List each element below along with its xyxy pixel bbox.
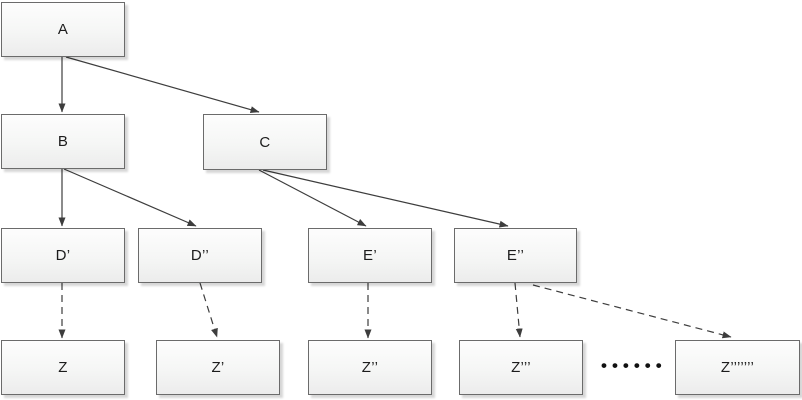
node-b-label: B	[57, 133, 69, 150]
node-e-double-prime-label: E’’	[506, 247, 525, 264]
node-e-prime: E’	[308, 228, 432, 283]
node-e-prime-label: E’	[363, 247, 377, 264]
node-b: B	[1, 114, 125, 169]
node-z-label: Z	[58, 359, 68, 376]
node-d-double-prime: D’’	[138, 228, 262, 283]
node-z-multi-prime-label: Z’’’’’’’	[720, 359, 755, 376]
node-z-triple-prime: Z’’’	[459, 340, 583, 395]
node-c-label: C	[259, 133, 271, 151]
node-z-triple-prime-label: Z’’’	[511, 359, 531, 376]
edge-d2-z1	[199, 282, 218, 338]
node-d-double-prime-label: D’’	[190, 247, 210, 264]
ellipsis-dots: ••••••	[601, 356, 667, 375]
edge-c-e2	[262, 169, 509, 228]
node-d-prime-label: D’	[55, 247, 71, 264]
node-z-multi-prime: Z’’’’’’’	[675, 340, 800, 395]
node-c: C	[203, 114, 327, 170]
node-z-double-prime-label: Z’’	[361, 359, 379, 376]
node-z: Z	[1, 340, 125, 395]
edge-e2-z3	[514, 282, 523, 338]
edge-c-e1	[258, 169, 367, 227]
node-a-label: A	[57, 21, 69, 38]
node-z-double-prime: Z’’	[308, 340, 432, 395]
node-z-prime-label: Z’	[211, 359, 225, 376]
edge-a-c	[65, 56, 260, 114]
node-a: A	[1, 2, 125, 57]
edge-e2-zn	[532, 284, 732, 339]
node-e-double-prime: E’’	[454, 228, 577, 283]
edge-b-d2	[63, 168, 197, 227]
node-z-prime: Z’	[156, 340, 280, 395]
node-d-prime: D’	[1, 228, 125, 283]
